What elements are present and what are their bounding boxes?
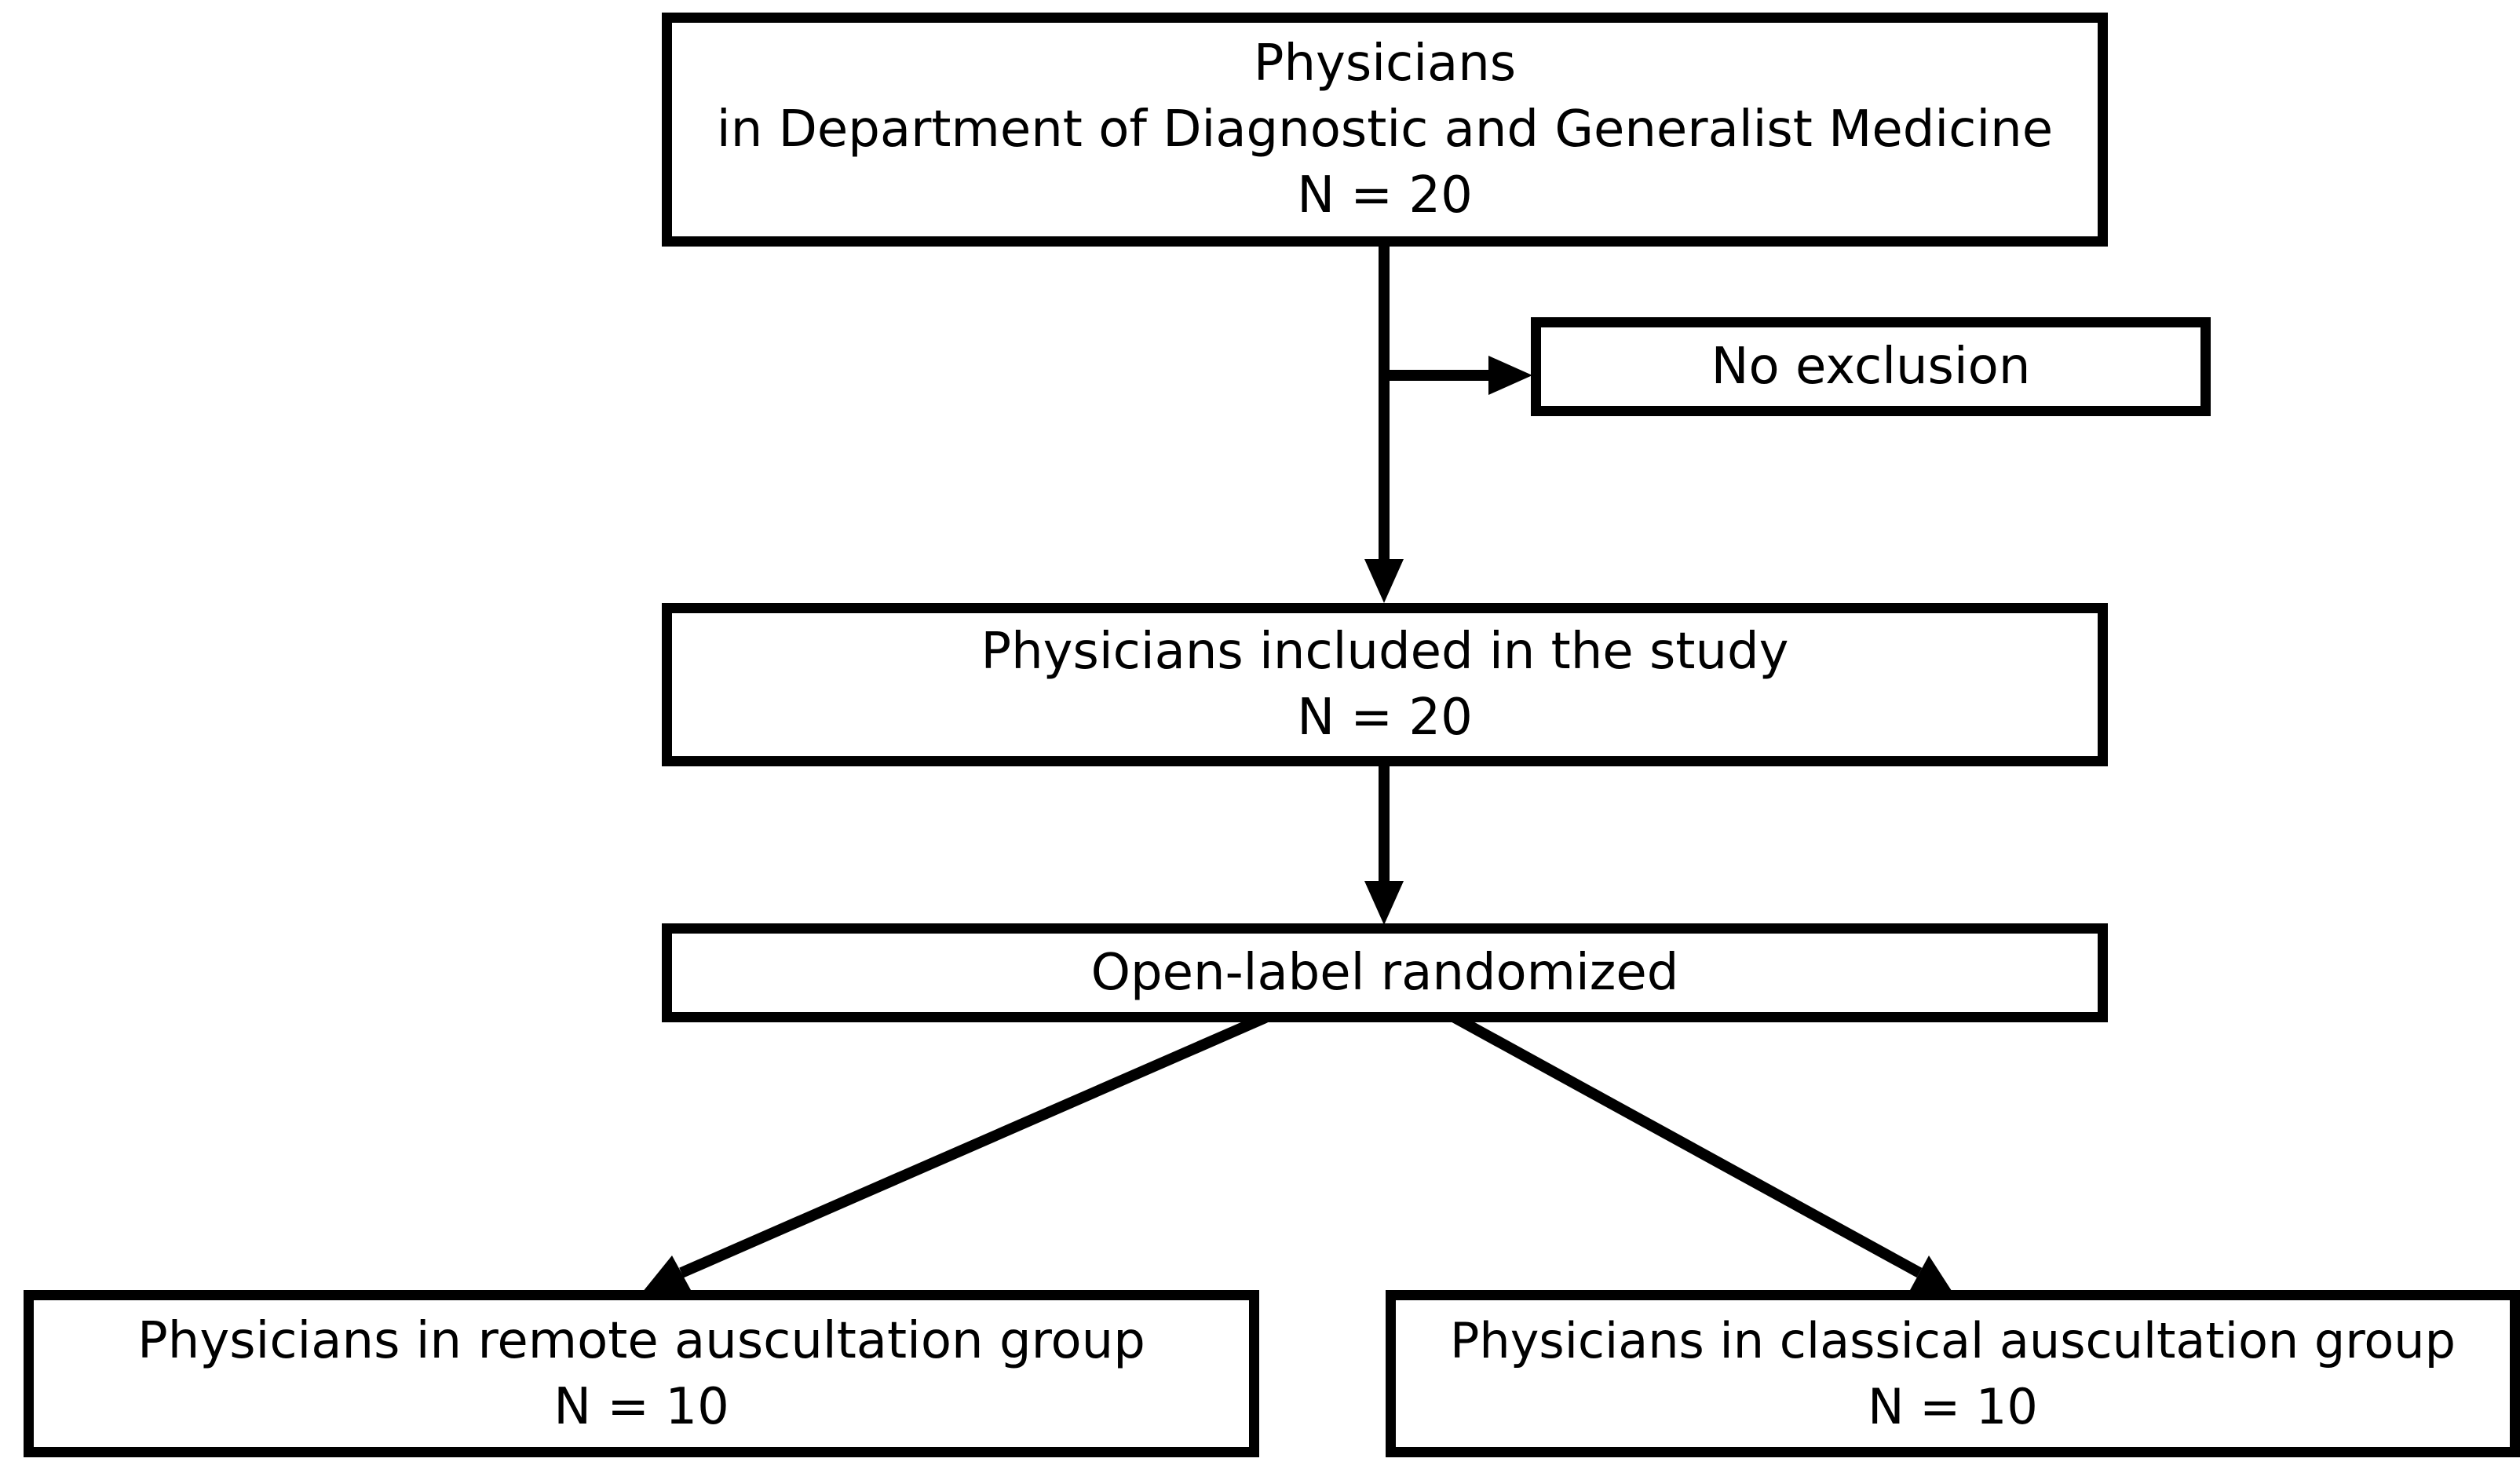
arrowhead-to-classical xyxy=(1910,1256,1953,1293)
classical-group-label: Physicians in classical auscultation gro… xyxy=(1450,1311,2456,1369)
arrowhead-to-remote xyxy=(642,1256,691,1292)
classical-auscultation-group-box: Physicians in classical auscultation gro… xyxy=(1386,1290,2520,1457)
included-box-label: Physicians included in the study xyxy=(981,623,1789,681)
exclusion-box: No exclusion xyxy=(1531,317,2211,416)
source-box-count: N = 20 xyxy=(1297,166,1473,225)
source-box-department: in Department of Diagnostic and Generali… xyxy=(716,101,2054,159)
included-physicians-box: Physicians included in the study N = 20 xyxy=(662,603,2108,766)
included-box-count: N = 20 xyxy=(1297,689,1473,747)
arrowhead-right-to-exclusion xyxy=(1488,356,1532,395)
exclusion-box-label: No exclusion xyxy=(1711,338,2031,396)
connector-randomized-to-classical xyxy=(1452,1012,1923,1278)
remote-auscultation-group-box: Physicians in remote auscultation group … xyxy=(24,1290,1259,1457)
randomization-box-label: Open-label randomized xyxy=(1090,944,1679,1002)
remote-group-count: N = 10 xyxy=(553,1377,729,1436)
arrowhead-down-to-included xyxy=(1364,559,1404,603)
remote-group-label: Physicians in remote auscultation group xyxy=(137,1311,1145,1370)
source-box-title: Physicians xyxy=(1253,35,1517,93)
source-physicians-box: Physicians in Department of Diagnostic a… xyxy=(662,13,2108,247)
randomization-box: Open-label randomized xyxy=(662,923,2108,1022)
connector-randomized-to-remote xyxy=(679,1012,1268,1278)
arrowhead-down-to-randomized xyxy=(1364,881,1404,925)
classical-group-count: N = 10 xyxy=(1868,1377,2038,1435)
